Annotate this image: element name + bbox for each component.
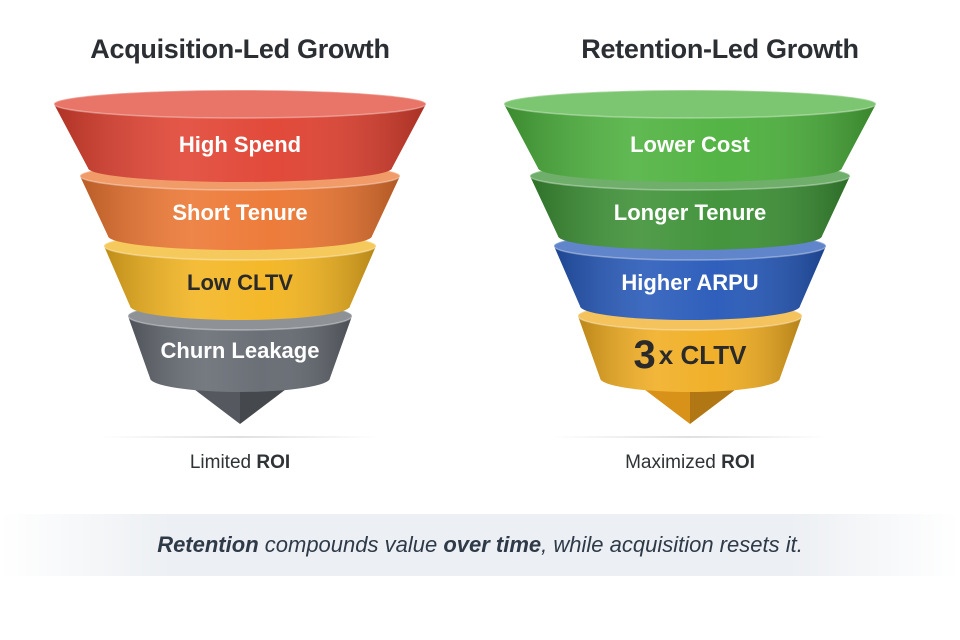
band-label-churn-leakage: Churn Leakage [161,338,320,363]
band-label-high-spend: High Spend [179,132,301,157]
acquisition-roi: Limited ROI [0,452,480,474]
roi-label: ROI [256,452,291,473]
retention-band-4-shade [578,316,802,392]
retention-band-2-shade [530,176,850,250]
cltv-multiplier: 3 [634,333,656,377]
roi-divider [550,436,830,438]
roi-prefix: Maximized [625,452,716,473]
retention-funnel: Retention-Led Growth Lower Cost Longer T… [480,0,960,500]
band-label-low-cltv: Low CLTV [187,270,293,295]
band-label-longer-tenure: Longer Tenure [614,200,766,225]
band-label-short-tenure: Short Tenure [172,200,307,225]
band-label-lower-cost: Lower Cost [630,132,750,157]
retention-title: Retention-Led Growth [581,34,859,64]
roi-label: ROI [721,452,755,473]
acquisition-band-1-shade [54,104,426,182]
retention-band-1-shade [504,104,876,182]
acquisition-band-1-rim [54,90,426,118]
acquisition-band-4-shade [128,316,352,392]
acquisition-title: Acquisition-Led Growth [90,34,390,64]
roi-prefix: Limited [189,452,252,473]
summary-text: Retention compounds value over time, whi… [0,514,960,576]
roi-divider [100,436,380,438]
acquisition-funnel-graphic: High Spend Short Tenure Low CLTV Churn L… [53,89,427,424]
retention-band-3-shade [554,246,826,320]
acquisition-band-2-shade [80,176,400,250]
summary-bold-retention: Retention [157,532,259,557]
cltv-suffix: x CLTV [659,340,747,370]
acquisition-funnel: Acquisition-Led Growth High Spend Short … [0,0,480,500]
retention-band-1-rim [504,90,876,118]
acquisition-band-1-rim-shine [53,89,427,119]
summary-text-part2: compounds value [258,532,444,557]
retention-roi: Maximized ROI [450,452,930,474]
band-label-higher-arpu: Higher ARPU [621,270,758,295]
retention-band-1-rim-shine [503,89,877,119]
summary-text-part4: , while acquisition resets it. [541,532,803,557]
acquisition-band-3-shade [104,246,376,320]
summary-banner: Retention compounds value over time, whi… [0,514,960,576]
summary-bold-over-time: over time [443,532,542,557]
